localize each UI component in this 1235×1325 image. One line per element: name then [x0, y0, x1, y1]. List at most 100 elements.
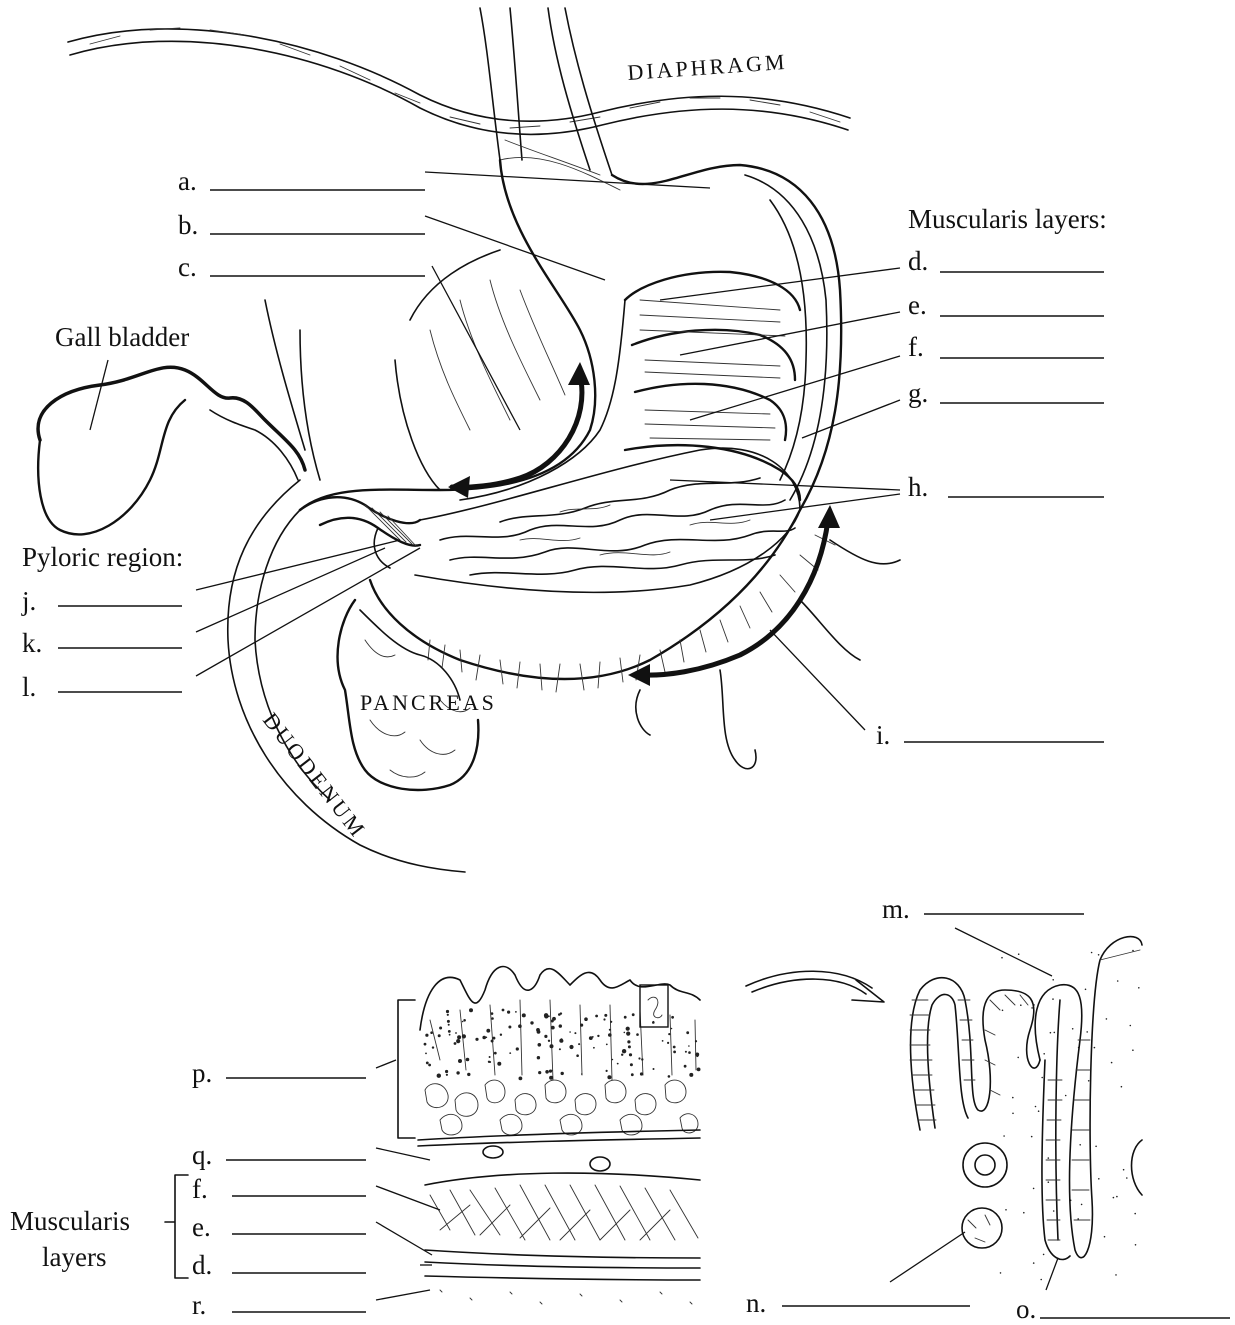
stipple-dot [548, 1040, 550, 1042]
stipple-dot [569, 1045, 573, 1049]
duodenum-caption: DUODENUM [258, 708, 371, 843]
stipple-dot [549, 1076, 553, 1080]
stipple-dot [447, 1014, 449, 1016]
stipple-dot [1031, 1136, 1033, 1138]
stipple-dot [1005, 1209, 1007, 1211]
label-f-bottom: f. [192, 1174, 440, 1210]
stipple-dot [438, 1034, 441, 1037]
gland-cross-section [962, 1208, 1002, 1248]
stipple-dot [545, 1070, 549, 1074]
label-n-leader [890, 1232, 965, 1282]
stipple-dot [626, 1032, 630, 1036]
stipple-dot [448, 1024, 450, 1026]
stipple-dot [489, 1056, 491, 1058]
stipple-dot [1113, 1197, 1115, 1199]
label-f-leader [690, 356, 900, 420]
muscularis-layers-header: Muscularis layers: [908, 204, 1107, 234]
gastric-pits-drawing [910, 937, 1142, 1260]
label-r: r. [192, 1290, 430, 1320]
stipple-dot [516, 1047, 519, 1050]
stipple-dot [1132, 1049, 1134, 1051]
stipple-dot [1088, 1080, 1090, 1082]
stipple-dot [551, 1070, 553, 1072]
stipple-dot [482, 1036, 486, 1040]
stipple-dot [597, 1035, 599, 1037]
stipple-dot [612, 1059, 614, 1061]
label-f2-leader [376, 1186, 440, 1210]
stipple-dot [1052, 998, 1054, 1000]
stipple-dot [491, 1017, 494, 1020]
stipple-dot [508, 1026, 511, 1029]
stipple-dot [685, 1051, 687, 1053]
stipple-dot [1072, 1028, 1074, 1030]
stipple-dot [1095, 1146, 1097, 1148]
gall-bladder-leader [90, 360, 108, 430]
stipple-dot [1065, 1095, 1067, 1097]
label-e: e. [680, 290, 1104, 355]
stipple-dot [507, 1011, 510, 1014]
label-g: g. [802, 378, 1104, 438]
stipple-dot [1018, 953, 1020, 955]
magnify-arrow [746, 971, 884, 1002]
stipple-dot [509, 1052, 511, 1054]
muscularis-bracket [165, 1175, 188, 1278]
stipple-dot [581, 1073, 583, 1075]
stipple-dot [425, 1034, 428, 1037]
label-q-text: q. [192, 1140, 212, 1170]
stipple-dot [595, 1015, 598, 1018]
stipple-dot [1002, 1010, 1004, 1012]
stipple-dot [428, 1064, 431, 1067]
stipple-dot [1038, 1110, 1040, 1112]
label-e-bottom: e. [192, 1212, 432, 1255]
stipple-dot [638, 1057, 640, 1059]
stipple-dot [1052, 979, 1054, 981]
stipple-dot [425, 1053, 427, 1055]
label-i-text: i. [876, 720, 890, 750]
label-i: i. [770, 630, 1104, 750]
stipple-dot [641, 1058, 643, 1060]
blood-vessel [590, 1157, 610, 1171]
stipple-dot [1077, 1218, 1079, 1220]
stipple-dot [475, 1038, 478, 1041]
label-n: n. [746, 1232, 970, 1318]
stipple-dot [662, 1040, 664, 1042]
stipple-dot [462, 1034, 466, 1038]
stipple-dot [488, 1061, 490, 1063]
stipple-dot [463, 1019, 466, 1022]
duodenum-drawing: DUODENUM [228, 480, 465, 872]
stipple-dot [606, 1044, 608, 1046]
stipple-dot [544, 1035, 547, 1038]
stipple-dot [426, 1062, 429, 1065]
label-o: o. [1016, 1258, 1230, 1324]
stipple-dot [636, 1033, 639, 1036]
stipple-dot [593, 1047, 595, 1049]
stipple-dot [1081, 1204, 1083, 1206]
label-b-text: b. [178, 210, 198, 240]
stipple-dot [627, 1040, 630, 1043]
stipple-dot [439, 1027, 442, 1030]
stipple-dot [1126, 1177, 1128, 1179]
stipple-dot [1001, 957, 1003, 959]
magnified-region-box [640, 985, 668, 1027]
label-h-leader-2 [710, 494, 900, 520]
stipple-dot [673, 1046, 676, 1049]
stipple-dot [458, 1059, 462, 1063]
label-l-text: l. [22, 672, 36, 702]
label-f2-text: f. [192, 1174, 208, 1204]
stipple-dot [445, 1070, 448, 1073]
stipple-dot [1091, 952, 1093, 954]
label-b: b. [178, 210, 605, 280]
label-c: c. [178, 252, 520, 430]
stipple-dot [606, 1070, 608, 1072]
stipple-dot [1121, 1086, 1123, 1088]
arrowhead-icon [568, 362, 590, 385]
stipple-dot [653, 1068, 655, 1070]
stipple-dot [446, 1010, 449, 1013]
stipple-dot [447, 1020, 450, 1023]
stipple-dot [456, 1071, 459, 1074]
stipple-dot [486, 1029, 490, 1033]
stipple-dot [686, 1031, 689, 1034]
label-a-text: a. [178, 166, 197, 196]
stipple-dot [1085, 989, 1087, 991]
stipple-dot [1111, 1062, 1113, 1064]
